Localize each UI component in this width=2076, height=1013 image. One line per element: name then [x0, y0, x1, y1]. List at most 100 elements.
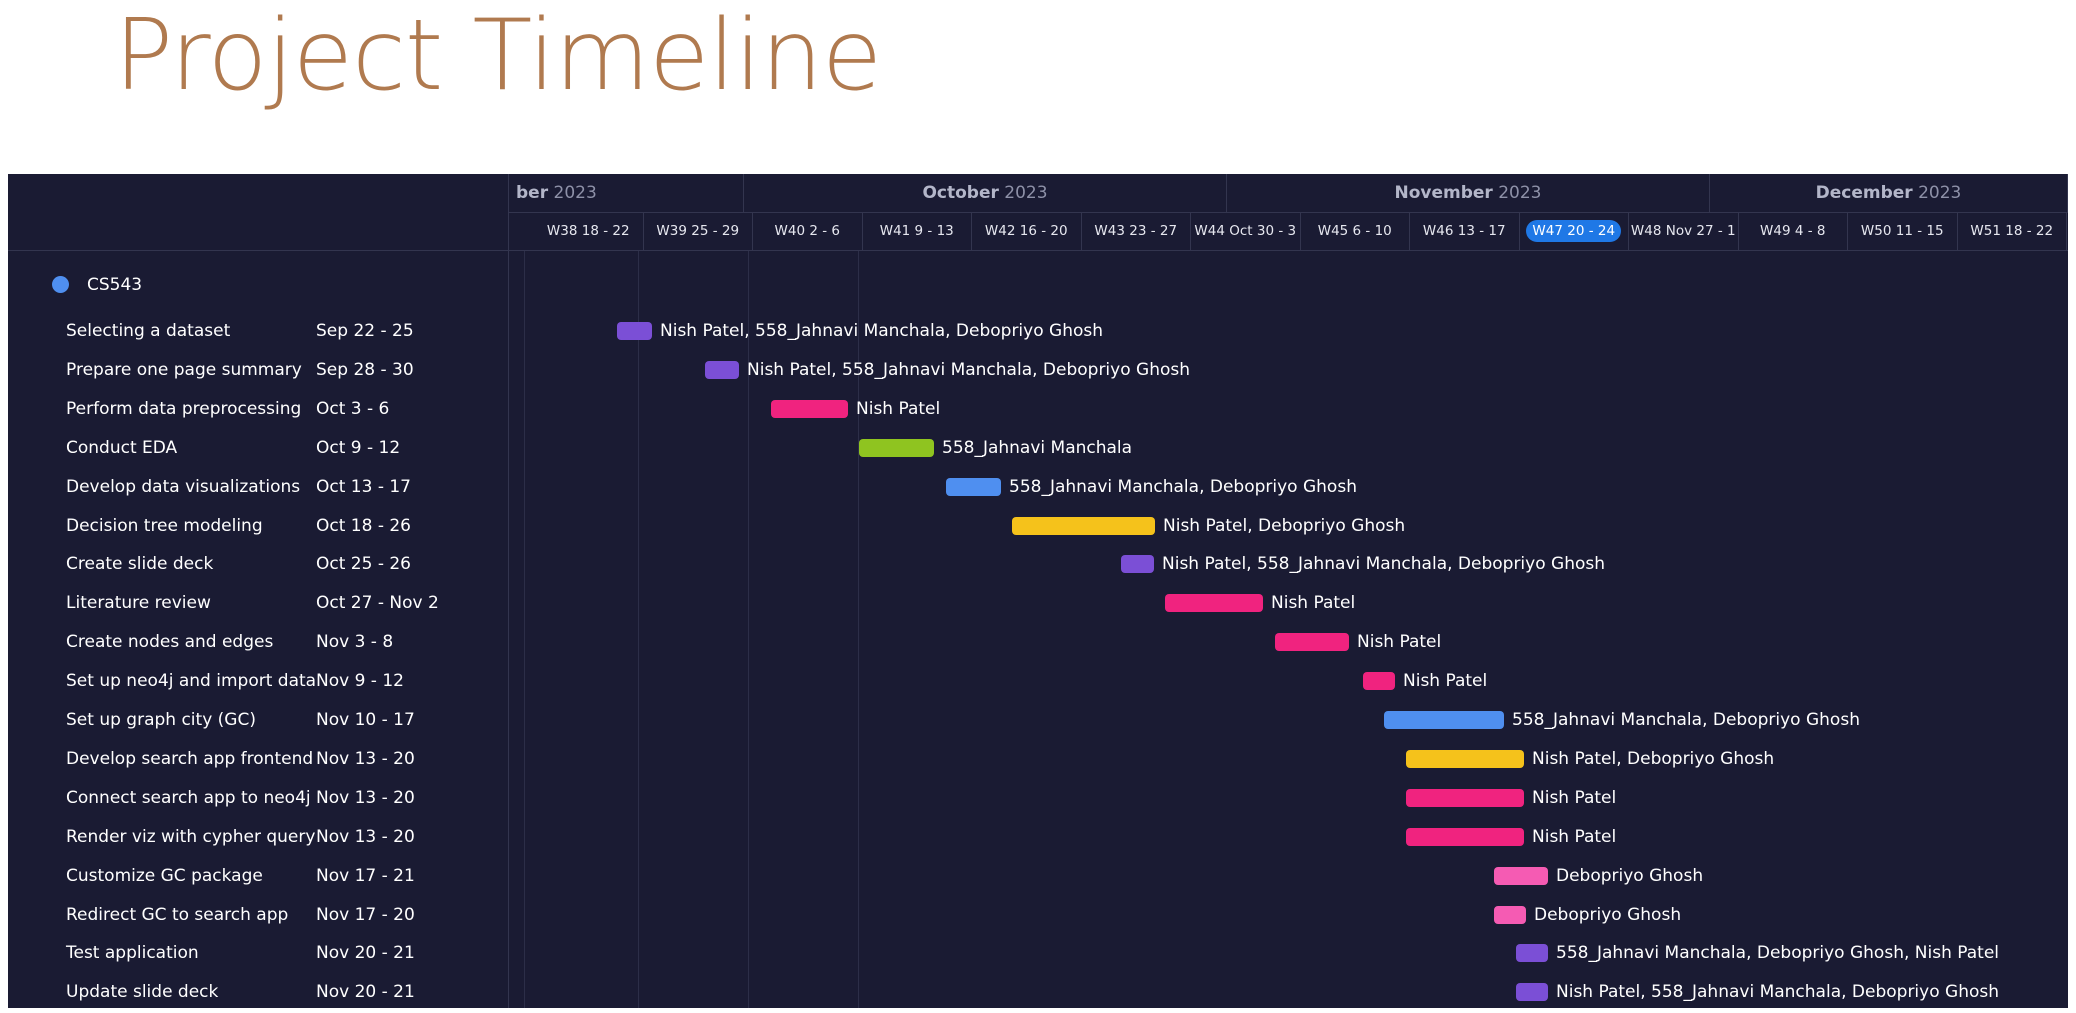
task-dates: Oct 27 - Nov 2: [316, 593, 439, 614]
month-label: October 2023: [744, 174, 1227, 212]
task-bar[interactable]: [1165, 594, 1263, 613]
current-week-label[interactable]: W47 20 - 24: [1520, 212, 1629, 250]
week-label[interactable]: W41 9 - 13: [863, 212, 972, 250]
week-label[interactable]: W48 Nov 27 - 1: [1629, 212, 1739, 250]
task-assignees: Nish Patel, 558_Jahnavi Manchala, Debopr…: [660, 321, 1104, 341]
task-dates: Nov 17 - 20: [316, 904, 415, 925]
task-dates: Sep 22 - 25: [316, 321, 414, 341]
task-bar[interactable]: [705, 360, 739, 379]
week-gridline: [748, 251, 749, 1008]
task-assignees: Nish Patel, Debopriyo Ghosh: [1163, 515, 1406, 536]
week-text: W43 23 - 27: [1094, 223, 1178, 239]
week-label[interactable]: W49 4 - 8: [1739, 212, 1848, 250]
task-dates: Nov 9 - 12: [316, 671, 404, 692]
task-bar[interactable]: [1494, 866, 1548, 885]
task-dates: Nov 13 - 20: [316, 826, 415, 847]
task-name[interactable]: Connect search app to neo4j: [66, 787, 311, 808]
week-label[interactable]: W46 13 - 17: [1410, 212, 1520, 250]
week-text: W48 Nov 27 - 1: [1630, 223, 1736, 239]
week-gridline: [524, 251, 525, 1008]
task-assignees: Nish Patel: [1271, 593, 1356, 614]
week-label[interactable]: W39 25 - 29: [644, 212, 753, 250]
week-label[interactable]: W43 23 - 27: [1082, 212, 1191, 250]
task-bar[interactable]: [1406, 788, 1524, 807]
task-bar[interactable]: [1012, 516, 1155, 535]
task-name[interactable]: Create slide deck: [66, 554, 214, 575]
task-name[interactable]: Test application: [66, 943, 199, 964]
task-dates: Oct 25 - 26: [316, 554, 412, 575]
week-gridline: [638, 251, 639, 1008]
month-year: 2023: [1912, 183, 1962, 203]
week-label[interactable]: W42 16 - 20: [972, 212, 1082, 250]
task-assignees: Nish Patel, 558_Jahnavi Manchala, Debopr…: [747, 359, 1191, 380]
task-dates: Nov 20 - 21: [316, 943, 415, 964]
task-bar[interactable]: [859, 438, 934, 457]
task-assignees: Nish Patel, 558_Jahnavi Manchala, Debopr…: [1556, 982, 2000, 1003]
task-name[interactable]: Prepare one page summary: [66, 359, 302, 380]
task-bar[interactable]: [946, 477, 1001, 496]
month-name: December: [1815, 183, 1913, 203]
task-bar[interactable]: [1384, 711, 1504, 729]
task-bar[interactable]: [1516, 944, 1548, 963]
task-name[interactable]: Selecting a dataset: [66, 321, 231, 341]
week-label[interactable]: W44 Oct 30 - 3: [1191, 212, 1301, 250]
task-assignees: 558_Jahnavi Manchala, Debopriyo Ghosh: [1009, 476, 1357, 497]
week-label[interactable]: W51 18 - 22: [1958, 212, 2067, 250]
month-year: 2023: [548, 183, 597, 203]
task-name[interactable]: Set up neo4j and import data: [66, 671, 317, 692]
week-text: W50 11 - 15: [1860, 223, 1944, 239]
week-text: W44 Oct 30 - 3: [1194, 223, 1297, 239]
task-bar[interactable]: [617, 322, 652, 340]
week-text: W38 18 - 22: [546, 223, 630, 239]
task-name[interactable]: Render viz with cypher query: [66, 826, 316, 847]
week-text: W40 2 - 6: [774, 223, 840, 239]
task-assignees: Nish Patel, Debopriyo Ghosh: [1532, 748, 1775, 769]
task-dates: Nov 13 - 20: [316, 748, 415, 769]
task-bar[interactable]: [1275, 633, 1349, 652]
month-year: 2023: [998, 183, 1048, 203]
task-bar[interactable]: [1121, 555, 1154, 574]
week-label[interactable]: W50 11 - 15: [1848, 212, 1958, 250]
task-assignees: Nish Patel: [1532, 787, 1617, 808]
week-text: W49 4 - 8: [1760, 223, 1826, 239]
week-label[interactable]: W38 18 - 22: [534, 212, 644, 250]
task-name[interactable]: Literature review: [66, 593, 211, 614]
task-bar[interactable]: [771, 399, 848, 418]
task-name[interactable]: Decision tree modeling: [66, 515, 263, 536]
month-name: October: [922, 183, 999, 203]
task-dates: Nov 20 - 21: [316, 982, 415, 1003]
month-name: ber: [516, 183, 549, 203]
task-dates: Nov 17 - 21: [316, 865, 415, 886]
task-dates: Oct 13 - 17: [316, 476, 412, 497]
task-name[interactable]: Set up graph city (GC): [66, 710, 256, 730]
task-name[interactable]: Redirect GC to search app: [66, 904, 289, 925]
week-label[interactable]: W40 2 - 6: [753, 212, 863, 250]
task-assignees: Debopriyo Ghosh: [1556, 865, 1704, 886]
week-gridline: [858, 251, 859, 1008]
task-dates: Oct 9 - 12: [316, 437, 401, 458]
month-year: 2023: [1492, 183, 1542, 203]
task-assignees: 558_Jahnavi Manchala, Debopriyo Ghosh: [1512, 710, 1860, 730]
task-assignees: 558_Jahnavi Manchala: [942, 437, 1133, 458]
task-name[interactable]: Conduct EDA: [66, 437, 178, 458]
task-name[interactable]: Perform data preprocessing: [66, 398, 302, 419]
task-bar[interactable]: [1406, 827, 1524, 846]
task-bar[interactable]: [1516, 983, 1548, 1002]
task-dates: Sep 28 - 30: [316, 359, 414, 380]
task-bar[interactable]: [1406, 749, 1524, 768]
task-dates: Nov 13 - 20: [316, 787, 415, 808]
task-name[interactable]: Customize GC package: [66, 865, 263, 886]
week-label[interactable]: W45 6 - 10: [1301, 212, 1410, 250]
task-name[interactable]: Update slide deck: [66, 982, 219, 1003]
task-assignees: Debopriyo Ghosh: [1534, 904, 1682, 925]
header-divider: [8, 250, 2068, 251]
task-name[interactable]: Develop search app frontend: [66, 748, 314, 769]
task-dates: Oct 18 - 26: [316, 515, 412, 536]
task-name[interactable]: Develop data visualizations: [66, 476, 301, 497]
task-bar[interactable]: [1363, 672, 1395, 691]
task-bar[interactable]: [1494, 905, 1526, 924]
task-name[interactable]: Create nodes and edges: [66, 632, 274, 653]
task-assignees: Nish Patel, 558_Jahnavi Manchala, Debopr…: [1162, 554, 1606, 575]
